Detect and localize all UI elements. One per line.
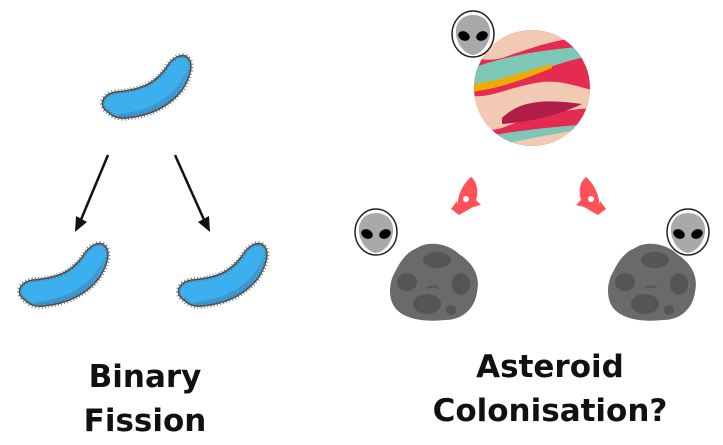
asteroid-left <box>389 242 479 322</box>
alien-left <box>354 208 398 256</box>
asteroid-colonisation-label: Asteroid Colonisation? <box>432 349 668 429</box>
arrow-left-icon <box>75 154 110 232</box>
rocket-right-icon <box>576 177 606 215</box>
daughter-bacterium-right <box>174 238 270 310</box>
rocket-left-icon <box>451 177 481 215</box>
planet <box>474 30 590 146</box>
alien-on-planet <box>451 10 495 58</box>
arrow-right-icon <box>173 154 210 232</box>
alien-right <box>666 208 710 256</box>
daughter-bacterium-left <box>15 238 111 310</box>
binary-fission-label: Binary Fission <box>83 359 207 439</box>
parent-bacterium <box>98 50 194 122</box>
